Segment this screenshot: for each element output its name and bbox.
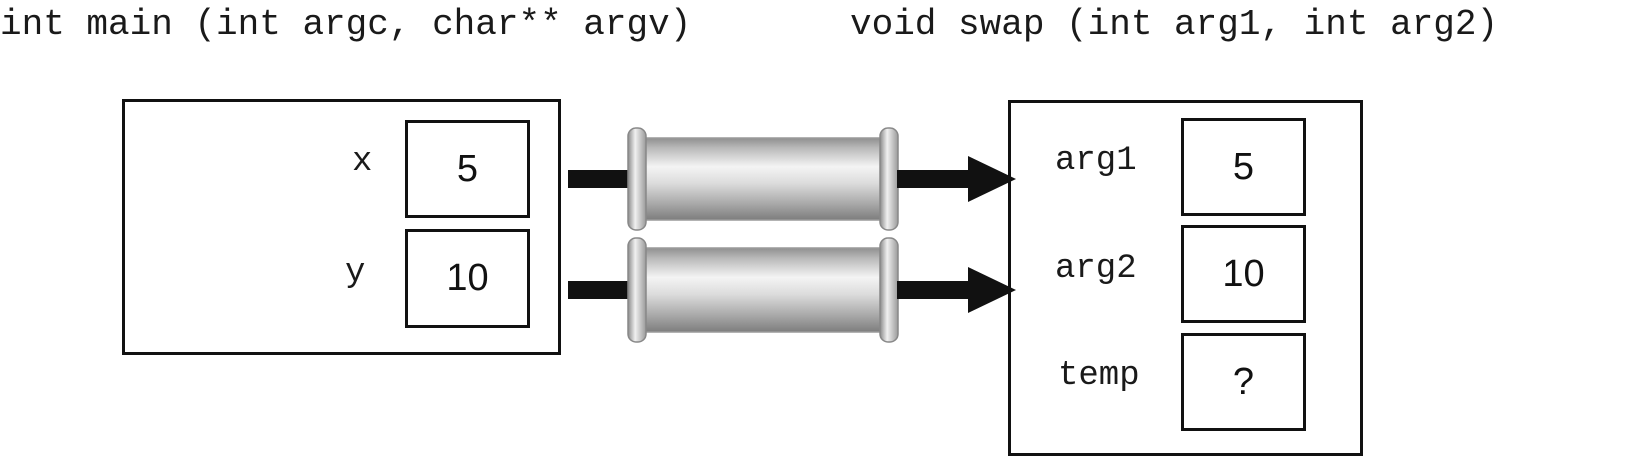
pass-by-value-pipe-1 — [568, 127, 1016, 231]
arrow-head-right-icon — [968, 267, 1016, 313]
var-box-temp: ? — [1181, 333, 1306, 431]
var-box-arg1: 5 — [1181, 118, 1306, 216]
var-label-arg1: arg1 — [1055, 142, 1137, 180]
var-label-x: x — [352, 143, 373, 181]
var-label-y: y — [345, 254, 366, 292]
arrow-shaft-left-1 — [568, 170, 632, 188]
var-box-x: 5 — [405, 120, 530, 218]
arrow-head-right-icon — [968, 156, 1016, 202]
var-box-arg2: 10 — [1181, 225, 1306, 323]
swap-signature: void swap (int arg1, int arg2) — [850, 4, 1499, 45]
var-label-arg2: arg2 — [1055, 250, 1137, 288]
var-label-temp: temp — [1058, 357, 1140, 395]
arrow-shaft-left-2 — [568, 281, 632, 299]
pass-by-value-pipe-2 — [568, 237, 1016, 343]
var-box-y: 10 — [405, 229, 530, 328]
main-signature: int main (int argc, char** argv) — [0, 4, 692, 45]
